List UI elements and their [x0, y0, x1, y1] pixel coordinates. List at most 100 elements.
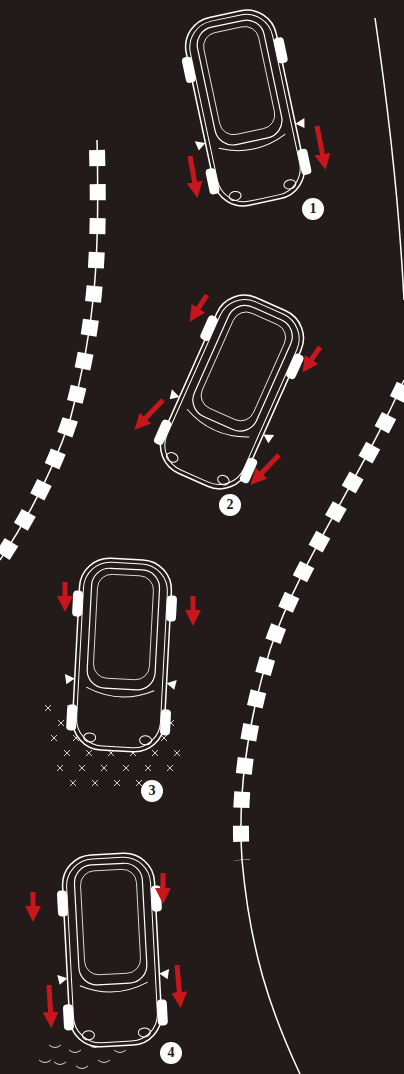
car-body [75, 561, 169, 749]
force-arrow [177, 965, 180, 1000]
car [51, 851, 173, 1049]
wheel [181, 56, 196, 84]
force-arrow [49, 985, 51, 1020]
wheel [157, 999, 168, 1025]
skid-mark [174, 750, 180, 756]
callout-circle [302, 198, 324, 220]
windshield [80, 982, 148, 994]
car-roof [187, 300, 298, 437]
skid-mark [39, 1060, 51, 1063]
skid-mark [136, 780, 142, 786]
windshield [86, 687, 154, 699]
car-roof [194, 17, 285, 149]
force-arrow [307, 347, 320, 366]
wheel [285, 352, 305, 380]
force-arrow [31, 892, 36, 914]
skid-mark [70, 780, 76, 786]
mirror [166, 679, 177, 690]
callout-circle [141, 780, 163, 802]
callout-number: 2 [219, 494, 241, 516]
wheel [199, 314, 219, 342]
skid-mark [54, 1062, 66, 1065]
curb-stripes [241, 385, 404, 860]
callout-number: 4 [160, 1042, 182, 1064]
wheel [63, 1004, 74, 1030]
mirror [168, 389, 181, 402]
skid-mark [98, 1060, 110, 1063]
skid-mark [167, 765, 173, 771]
car-roof [201, 24, 277, 137]
mirror [57, 974, 68, 985]
headlight [216, 474, 231, 487]
skid-mark [101, 765, 107, 771]
car-roof [197, 308, 290, 426]
headlight [83, 733, 95, 743]
force-arrow [191, 596, 196, 618]
curb-stripes [0, 150, 98, 560]
car-roof [74, 862, 148, 985]
wheel [72, 590, 83, 616]
car-body [71, 557, 173, 754]
car [61, 556, 183, 754]
skid-mark [69, 1050, 81, 1053]
wheel [160, 709, 171, 735]
force-arrow [256, 455, 279, 479]
skid-mark [51, 735, 57, 741]
wheel [166, 595, 177, 621]
headlight [165, 451, 180, 464]
callout-circle [160, 1042, 182, 1064]
wheel [239, 457, 259, 485]
mirror [295, 118, 307, 130]
car-body [156, 291, 308, 493]
road-edge [0, 140, 98, 560]
callout-number: 3 [141, 780, 163, 802]
skid-mark [58, 720, 64, 726]
car-body [180, 5, 310, 212]
wheel [57, 890, 68, 916]
skid-mark [123, 765, 129, 771]
force-arrow [63, 582, 68, 604]
wheel [297, 148, 312, 176]
callout-number: 1 [302, 198, 324, 220]
force-arrow [140, 400, 163, 424]
car-roof [93, 574, 154, 681]
wheel [205, 168, 220, 196]
car-body [61, 852, 163, 1049]
skid-mark [49, 1045, 61, 1048]
skid-mark [114, 780, 120, 786]
wheel [153, 418, 173, 446]
skid-mark [64, 750, 70, 756]
force-arrow [190, 156, 196, 190]
wheel [66, 704, 77, 730]
car [142, 282, 322, 503]
skid-mark [92, 780, 98, 786]
car-body [151, 286, 313, 499]
skid-mark [45, 705, 51, 711]
car [170, 2, 319, 213]
windshield [184, 409, 249, 444]
wheel [151, 885, 162, 911]
force-arrow [161, 873, 166, 896]
wheel [273, 37, 288, 65]
callout-circle [219, 494, 241, 516]
car-body [185, 9, 305, 206]
mirror [64, 674, 75, 685]
car-roof [80, 869, 141, 976]
skid-mark [114, 1050, 126, 1053]
headlight [139, 736, 151, 746]
headlight [283, 179, 297, 190]
mirror [159, 969, 170, 980]
car-body [65, 856, 159, 1044]
road-edge [375, 18, 404, 300]
skid-mark [152, 750, 158, 756]
headlight [82, 1031, 94, 1041]
skid-mark [76, 1066, 88, 1069]
car-roof [86, 567, 160, 690]
headlight [138, 1028, 150, 1038]
force-arrow [194, 295, 207, 315]
windshield [219, 134, 287, 156]
force-arrow [317, 126, 324, 162]
mirror [261, 431, 274, 444]
headlight [228, 190, 242, 201]
